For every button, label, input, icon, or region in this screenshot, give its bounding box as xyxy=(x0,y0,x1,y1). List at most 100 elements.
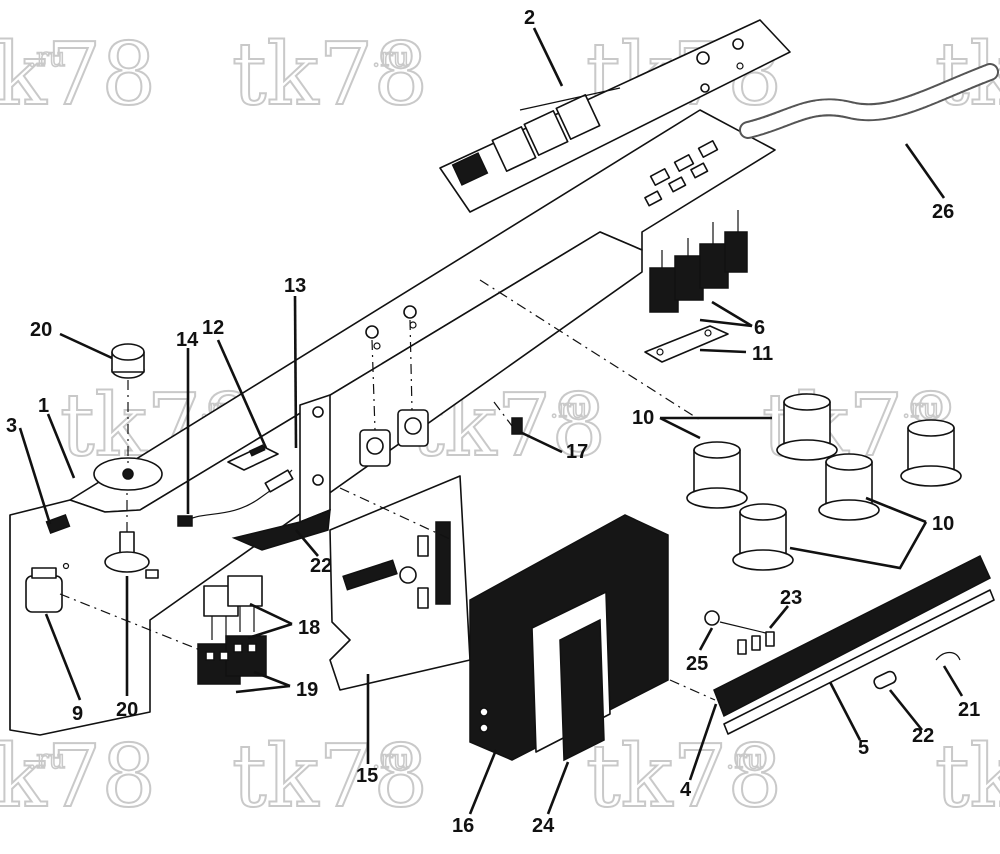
svg-text:.ru: .ru xyxy=(550,394,587,424)
small-hardware xyxy=(704,610,961,690)
callout-20-knob: 20 xyxy=(30,319,52,341)
dial-shaft-hole xyxy=(122,468,134,480)
leader-line xyxy=(519,430,563,454)
potentiometer xyxy=(104,531,159,579)
panel-hole xyxy=(365,325,379,339)
resistor-part xyxy=(765,631,775,647)
solenoid-top xyxy=(825,453,873,471)
switch-hole xyxy=(644,190,663,207)
wire-lead xyxy=(177,469,294,527)
svg-text:tk78: tk78 xyxy=(0,727,156,827)
svg-text:.ru: .ru xyxy=(372,745,409,775)
breaker xyxy=(724,231,748,273)
leader-line xyxy=(688,703,718,781)
watermark: tk78 xyxy=(934,726,1000,828)
leader-line xyxy=(295,529,319,557)
board-terminal-strip xyxy=(342,559,398,591)
svg-text:tk78: tk78 xyxy=(935,727,1000,827)
connector-axis xyxy=(59,593,231,663)
connector-body xyxy=(25,575,63,613)
breaker-bracket xyxy=(644,325,729,363)
leader-line xyxy=(235,684,291,694)
callout-10-top: 10 xyxy=(632,407,654,429)
svg-text:.ru: .ru xyxy=(28,43,65,73)
callout-labels: 2 26 13 20 14 12 6 11 3 1 10 17 10 22 18… xyxy=(6,7,980,837)
diode-axis xyxy=(493,401,513,427)
svg-text:tk78: tk78 xyxy=(232,25,428,125)
callout-1: 1 xyxy=(38,395,49,417)
board-hole xyxy=(399,566,417,584)
callout-22-bracket: 22 xyxy=(310,555,332,577)
callout-15: 15 xyxy=(356,765,378,787)
solenoid xyxy=(686,441,748,509)
bezel-window xyxy=(555,94,601,140)
socket-hole xyxy=(219,651,229,661)
bezel-print-line xyxy=(519,87,621,111)
callout-2: 2 xyxy=(524,7,535,29)
bezel-window xyxy=(523,110,569,156)
board-outline xyxy=(329,475,471,691)
svg-text:tk78: tk78 xyxy=(232,727,428,827)
pot-shaft xyxy=(119,531,135,555)
solenoid-base xyxy=(900,465,962,487)
bezel-logo xyxy=(451,152,489,186)
svg-text:.ru: .ru xyxy=(372,43,409,73)
leader-line xyxy=(789,521,928,570)
connector-tab xyxy=(31,567,57,579)
bracket-body xyxy=(644,325,729,363)
solenoid-top xyxy=(783,393,831,411)
callout-14: 14 xyxy=(176,329,199,351)
terminal-strip-body xyxy=(713,554,991,718)
watermark: tk78 .ru xyxy=(585,726,783,828)
solenoid-base xyxy=(818,499,880,521)
lead-resistor xyxy=(264,469,294,493)
callout-19: 19 xyxy=(296,679,318,701)
leader-line xyxy=(699,348,747,354)
breaker xyxy=(699,243,729,289)
switch-hole xyxy=(668,176,687,193)
leader-line xyxy=(768,605,790,629)
callout-13: 13 xyxy=(284,275,306,297)
resistor-part xyxy=(751,635,761,651)
leader-line xyxy=(711,300,753,328)
bracket-hole xyxy=(312,406,324,418)
svg-text:tk78: tk78 xyxy=(586,727,782,827)
switch-bezel-plate xyxy=(439,19,791,213)
leader-line xyxy=(888,689,924,731)
leader-line xyxy=(532,27,564,87)
panel-hole xyxy=(373,342,381,350)
leader-line xyxy=(18,427,52,525)
svg-text:tk78: tk78 xyxy=(0,25,156,125)
bracket-foot xyxy=(231,508,331,551)
watermark: tk78 .ru xyxy=(0,24,157,126)
cover-screw xyxy=(479,707,489,717)
board-component xyxy=(417,587,429,609)
board-terminal-block xyxy=(435,521,451,605)
breaker xyxy=(649,267,679,313)
relay-sockets xyxy=(197,635,267,685)
leader-line xyxy=(699,318,753,328)
connector-plug xyxy=(25,567,63,613)
leader-line xyxy=(865,496,927,524)
relay-socket xyxy=(225,635,267,677)
socket-hole xyxy=(205,651,215,661)
callout-18: 18 xyxy=(298,617,320,639)
jumper-wire xyxy=(719,621,771,635)
solenoid xyxy=(776,393,838,461)
wire-harness xyxy=(739,63,999,139)
leader-line xyxy=(247,622,293,640)
socket-hole xyxy=(233,643,243,653)
control-knob xyxy=(111,343,145,379)
pot-body xyxy=(104,551,150,573)
solenoid-base xyxy=(686,487,748,509)
callout-22-clamp: 22 xyxy=(912,725,934,747)
lead-plug xyxy=(177,515,193,527)
bracket-hole xyxy=(312,474,324,486)
leader-line xyxy=(216,339,268,449)
l-bracket xyxy=(231,394,331,551)
callout-9: 9 xyxy=(72,703,83,725)
cover-door xyxy=(559,618,605,762)
harness-mesh xyxy=(741,65,997,137)
callout-16: 16 xyxy=(452,815,474,837)
